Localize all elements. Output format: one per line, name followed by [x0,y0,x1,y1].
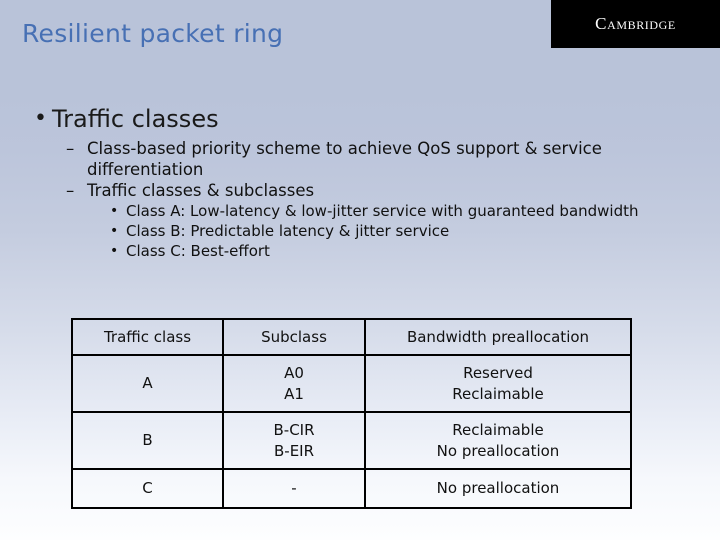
bullet-level2-item: – Class-based priority scheme to achieve… [62,138,720,180]
bullet-level1: • Traffic classes [30,104,720,134]
table-row: C - No preallocation [71,468,632,509]
cell-line: A0 [284,363,304,382]
table-header-cell: Traffic class [71,318,224,356]
table-cell-subclass: - [222,468,366,509]
cell-line: B-EIR [273,441,315,460]
table-cell-traffic-class: B [71,411,224,470]
table-cell-traffic-class: C [71,468,224,509]
table-cell-subclass: A0 A1 [222,354,366,413]
cambridge-logo-text: Cambridge [595,14,676,33]
bullet-level1-label: Traffic classes [52,105,219,133]
bullet-level2-label: Class-based priority scheme to achieve Q… [87,139,602,179]
table-row: B B-CIR B-EIR Reclaimable No preallocati… [71,411,632,470]
cell-line: Reserved [463,363,533,382]
bullet-dot-icon: • [34,106,47,131]
cambridge-logo: Cambridge [551,0,720,48]
table-header-cell: Bandwidth preallocation [364,318,632,356]
bullet-dot-icon: • [110,223,119,239]
traffic-class-table: Traffic class Subclass Bandwidth preallo… [71,318,632,509]
table-cell-subclass: B-CIR B-EIR [222,411,366,470]
cell-line: A1 [284,384,304,403]
cell-line: Reclaimable [452,384,544,403]
cell-line: No preallocation [436,441,560,460]
bullet-dash-icon: – [66,181,75,200]
table-header-cell: Subclass [222,318,366,356]
cell-line: Reclaimable [452,420,544,439]
table-cell-bandwidth: Reclaimable No preallocation [364,411,632,470]
table-row: A A0 A1 Reserved Reclaimable [71,354,632,413]
table-cell-traffic-class: A [71,354,224,413]
bullet-level3-label: Class B: Predictable latency & jitter se… [126,222,450,240]
bullet-level2-item: – Traffic classes & subclasses [62,180,720,201]
bullet-level3-label: Class A: Low-latency & low-jitter servic… [126,202,639,220]
bullet-dot-icon: • [110,203,119,219]
bullet-dash-icon: – [66,139,75,158]
bullet-level3-label: Class C: Best-effort [126,242,270,260]
table-cell-bandwidth: No preallocation [364,468,632,509]
bullet-dot-icon: • [110,243,119,259]
bullet-level2-label: Traffic classes & subclasses [87,181,315,200]
bullet-level3-item: • Class B: Predictable latency & jitter … [104,221,720,241]
bullet-level3-item: • Class A: Low-latency & low-jitter serv… [104,201,720,221]
cell-line: B-CIR [273,420,315,439]
table-cell-bandwidth: Reserved Reclaimable [364,354,632,413]
slide-content: • Traffic classes – Class-based priority… [0,104,720,261]
table-header-row: Traffic class Subclass Bandwidth preallo… [71,318,632,356]
bullet-level3-item: • Class C: Best-effort [104,241,720,261]
page-title: Resilient packet ring [22,19,284,48]
